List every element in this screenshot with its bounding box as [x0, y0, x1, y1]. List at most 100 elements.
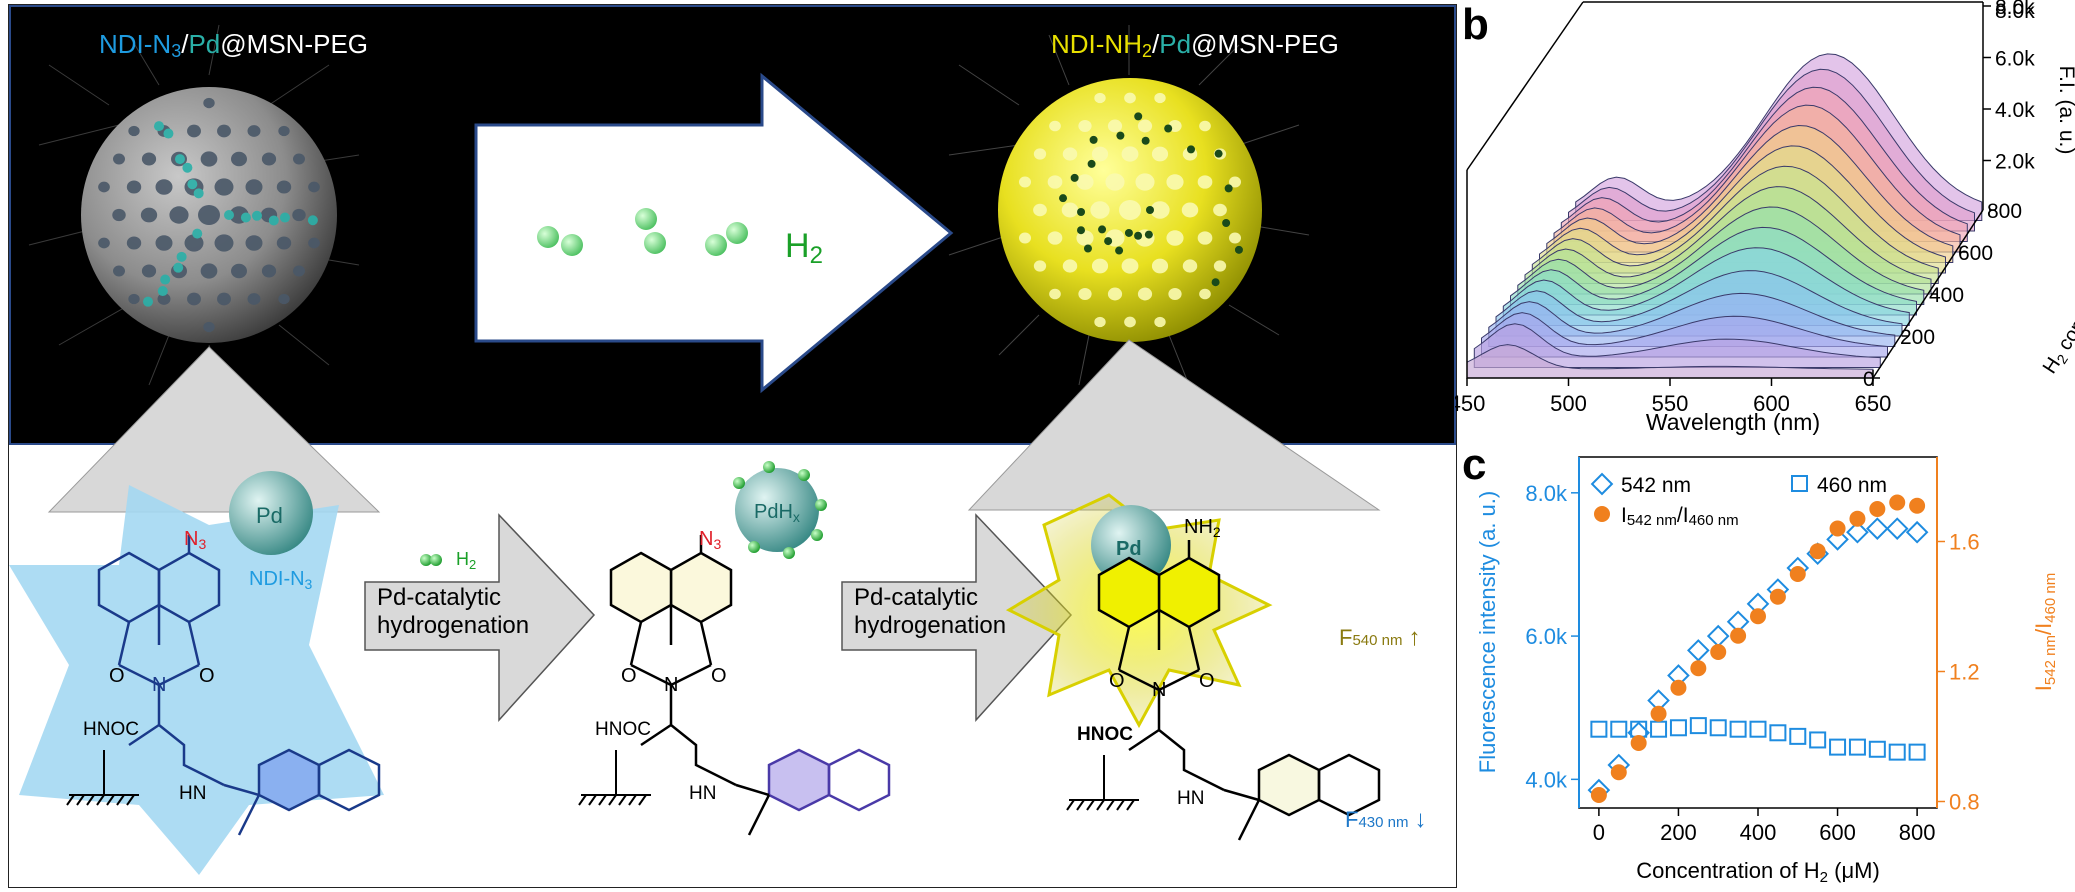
panel-b-ztick-label: 800	[1987, 200, 2022, 223]
legend-542-label: 542 nm	[1621, 474, 1691, 497]
point-542nm	[1905, 520, 1929, 544]
point-ratio	[1849, 510, 1866, 527]
panel-label-c: c	[1462, 440, 1487, 489]
panel-c-xtick-label: 600	[1819, 820, 1856, 845]
left-title: NDI-N3/Pd@MSN-PEG	[99, 29, 368, 61]
panel-c-y2tick-label: 1.2	[1949, 660, 1980, 685]
spectrum-series-1	[1473, 323, 1881, 368]
panel-c-y2-ticks: 0.8 1.2 1.6	[1937, 530, 1980, 815]
big-arrow-h2	[474, 72, 954, 394]
panel-c-xtick-label: 200	[1660, 820, 1697, 845]
zoom-triangle-right	[967, 339, 1381, 511]
pdhx-sphere	[735, 468, 819, 552]
legend-542-marker	[1590, 472, 1614, 496]
point-ratio	[1710, 644, 1727, 660]
point-460nm	[1729, 720, 1747, 738]
panel-b-ztick-label: 0	[1863, 368, 1875, 391]
legend-460-label: 460 nm	[1817, 474, 1887, 497]
o-label-3a: O	[1109, 670, 1125, 692]
panel-b-xtick-label: 600	[1753, 391, 1790, 416]
surface-hatch-3	[1066, 755, 1139, 811]
panel-b-ztick-label: 600	[1958, 242, 1993, 265]
arrow-h2-label: H2	[785, 227, 823, 269]
molecule-1	[97, 535, 381, 836]
hn-label-2: HN	[689, 783, 716, 804]
point-542nm	[1726, 610, 1750, 634]
panel-c-ytick-label: 6.0k	[1525, 624, 1568, 649]
point-ratio	[1610, 764, 1627, 781]
panel-c-y2tick-label: 1.6	[1949, 530, 1980, 555]
honc-label-2: HNOC	[595, 719, 651, 740]
panel-b-ztick-label: 400	[1929, 284, 1964, 307]
surface-hatch-1	[66, 750, 139, 806]
nh2-label: NH2	[1184, 516, 1221, 540]
point-460nm	[1650, 720, 1668, 738]
legend-ratio-marker	[1594, 506, 1610, 522]
h2-molecules	[537, 208, 748, 256]
step2-line1: Pd-catalytic	[854, 584, 978, 611]
o-label-1a: O	[109, 665, 125, 687]
panel-c-points	[1587, 494, 1929, 803]
pdhx-dots	[733, 461, 827, 559]
pd-sphere-1	[229, 471, 313, 555]
n-label-3: N	[1152, 679, 1166, 701]
panel-b-zlabel: H2 concentration (μM)	[2039, 202, 2075, 379]
panel-c-y2label: I542 nm/I460 nm	[2031, 573, 2059, 691]
panel-c-legend: 542 nm 460 nm I542 nm/I460 nm	[1590, 472, 1887, 529]
o-label-1b: O	[199, 665, 215, 687]
point-ratio	[1809, 543, 1826, 560]
hn-label-1: HN	[179, 783, 206, 804]
point-ratio	[1889, 494, 1906, 511]
pores-yellow	[1018, 92, 1242, 328]
hn-label-3: HN	[1177, 788, 1204, 809]
point-542nm	[1687, 639, 1710, 662]
zoom-triangle-left	[47, 346, 381, 513]
point-ratio	[1769, 588, 1786, 605]
point-460nm	[1749, 720, 1767, 738]
step2-arrow	[841, 513, 1073, 722]
point-460nm	[1669, 719, 1687, 737]
panel-c-ytick-label: 8.0k	[1525, 481, 1568, 506]
point-542nm	[1885, 517, 1909, 540]
panel-c-xlabel: Concentration of H2 (μM)	[1636, 858, 1880, 886]
n-label-2: N	[664, 674, 678, 696]
panel-c-y2tick-label: 0.8	[1949, 790, 1980, 815]
ndi-n3-label: NDI-N3	[249, 568, 313, 592]
molecule-3	[1097, 540, 1381, 841]
small-h2-dot-a	[420, 554, 432, 566]
point-542nm	[1667, 664, 1690, 687]
spectrum-series-0	[1466, 344, 1874, 379]
honc-label-1: HNOC	[83, 719, 139, 740]
point-ratio	[1750, 608, 1766, 625]
point-542nm	[1746, 592, 1770, 616]
point-ratio	[1590, 787, 1607, 803]
panel-c-xtick-label: 800	[1899, 820, 1936, 845]
o-label-2a: O	[621, 665, 637, 687]
panel-b-ytick-label: 8.0k	[1995, 0, 2035, 23]
panel-a-banner-border	[9, 5, 1456, 445]
point-460nm	[1610, 720, 1628, 738]
panel-c-x-ticks: 0 200 400 600 800	[1593, 808, 1936, 845]
f430-label: F430 nm↓	[1345, 806, 1427, 833]
peg-strands-right	[948, 25, 1310, 386]
panel-b-spectra-series	[1466, 53, 1983, 379]
panel-c-xtick-label: 400	[1740, 820, 1777, 845]
point-460nm	[1789, 727, 1807, 745]
step1-arrow	[364, 513, 596, 722]
panel-a-schematic: H2 NDI-N3/Pd@MSN-PEG NDI-NH2/Pd@MSN-PEG …	[8, 4, 1457, 888]
pd-dots-yellow	[1059, 112, 1243, 287]
point-460nm	[1908, 743, 1926, 761]
pdhx-label: PdHx	[754, 501, 800, 525]
small-h2-dot-b	[430, 554, 442, 566]
panel-c-xtick-label: 0	[1593, 820, 1605, 845]
n3-label-1: N3	[184, 528, 206, 552]
step2-line2: hydrogenation	[854, 612, 1006, 639]
panel-c-ylabel: Fluorescence intensity (a. u.)	[1475, 491, 1500, 773]
point-542nm	[1706, 624, 1730, 648]
panel-b-ytick-label: 6.0k	[1995, 48, 2035, 71]
pd-label-3: Pd	[1116, 538, 1142, 560]
right-title: NDI-NH2/Pd@MSN-PEG	[1051, 29, 1339, 61]
panel-a-schematic-svg: Pd N3 NDI-N3 N O O HNOC HN H2 Pd-catalyt…	[9, 339, 1427, 875]
